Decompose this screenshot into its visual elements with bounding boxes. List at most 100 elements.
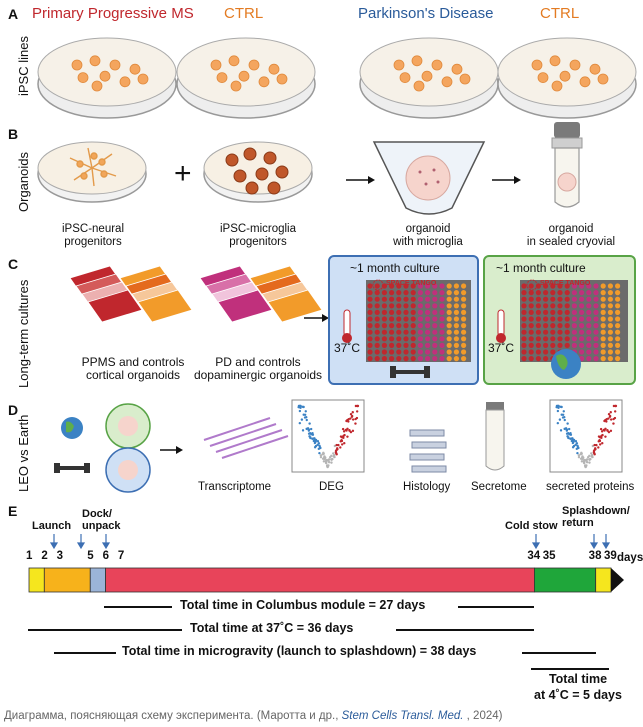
bar-37c-left xyxy=(28,629,182,631)
culture-well xyxy=(425,349,431,355)
volcano-point xyxy=(312,439,316,443)
label-transcriptome: Transcriptome xyxy=(198,481,272,493)
brand-blue: SPACE TANGO xyxy=(386,280,437,287)
culture-well xyxy=(557,316,563,322)
culture-well xyxy=(607,329,614,335)
culture-well xyxy=(417,349,423,355)
organoid-plate-stack xyxy=(119,265,193,323)
culture-well xyxy=(439,290,445,296)
culture-well xyxy=(367,323,373,329)
culture-well xyxy=(543,349,549,355)
culture-well xyxy=(432,283,438,289)
volcano-point xyxy=(330,461,333,464)
volcano-point xyxy=(334,449,338,453)
brand-green: SPACE TANGO xyxy=(540,280,591,287)
culture-well xyxy=(381,303,387,309)
culture-well xyxy=(446,336,452,342)
volcano-point xyxy=(327,461,331,464)
petri-dish xyxy=(176,37,316,119)
culture-well xyxy=(446,356,452,362)
culture-well xyxy=(439,303,445,309)
culture-well xyxy=(564,303,570,309)
culture-well xyxy=(403,336,409,342)
volcano-point xyxy=(319,454,323,457)
culture-well xyxy=(417,303,423,309)
label-histology: Histology xyxy=(403,481,451,493)
volcano-point xyxy=(599,427,603,431)
culture-well xyxy=(367,290,373,296)
volcano-point xyxy=(603,429,606,432)
footer-caption: Диаграмма, поясняющая схему эксперимента… xyxy=(4,710,503,722)
volcano-point xyxy=(322,452,325,455)
volcano-point xyxy=(313,437,316,440)
culture-well xyxy=(600,356,606,362)
culture-well xyxy=(425,336,431,342)
culture-well xyxy=(535,290,542,296)
journal-link[interactable]: Stem Cells Transl. Med. xyxy=(341,710,464,722)
culture-well xyxy=(535,336,542,342)
culture-well xyxy=(417,283,423,289)
caption-organoid-microglia: organoid with microglia xyxy=(393,223,463,248)
culture-well xyxy=(403,323,409,329)
volcano-point xyxy=(574,440,578,443)
culture-well xyxy=(417,329,423,335)
caption-ppms-organoids: PPMS and controls cortical organoids xyxy=(81,355,185,382)
timeline-segment xyxy=(595,567,612,593)
culture-well xyxy=(439,349,445,355)
culture-well xyxy=(579,303,585,309)
culture-well xyxy=(446,342,452,348)
culture-well xyxy=(410,342,416,348)
culture-well xyxy=(535,316,542,322)
culture-well xyxy=(410,303,416,309)
culture-well xyxy=(403,303,409,309)
volcano-point xyxy=(590,452,593,455)
volcano-point xyxy=(601,442,604,445)
culture-well xyxy=(381,336,387,342)
volcano-point xyxy=(311,433,315,436)
culture-well xyxy=(586,342,592,348)
culture-well xyxy=(367,316,373,322)
culture-well xyxy=(439,316,445,322)
culture-well xyxy=(615,342,621,348)
volcano-point xyxy=(606,429,609,432)
culture-well xyxy=(432,349,438,355)
volcano-point xyxy=(580,460,584,463)
volcano-point xyxy=(351,429,355,433)
timeline-arrows xyxy=(49,534,611,550)
culture-well xyxy=(425,316,431,322)
panel-c-graphics xyxy=(69,255,636,385)
culture-well xyxy=(410,290,416,296)
volcano-point xyxy=(355,410,359,413)
volcano-point xyxy=(326,464,330,467)
culture-well xyxy=(607,309,614,315)
volcano-point xyxy=(607,430,611,434)
volcano-point xyxy=(354,404,358,408)
volcano-point xyxy=(308,422,311,425)
culture-well xyxy=(367,336,373,342)
days-label: days xyxy=(617,552,643,564)
culture-well xyxy=(579,336,585,342)
volcano-point xyxy=(314,440,317,443)
volcano-point xyxy=(566,422,569,425)
culture-well xyxy=(579,323,585,329)
volcano-point xyxy=(305,418,308,422)
volcano-point xyxy=(298,409,302,413)
volcano-point xyxy=(569,437,572,440)
culture-well xyxy=(571,290,578,296)
culture-well xyxy=(381,329,387,335)
culture-well xyxy=(607,336,614,342)
volcano-point xyxy=(561,416,565,419)
culture-well xyxy=(389,283,395,289)
culture-well xyxy=(439,356,445,362)
volcano-point xyxy=(345,419,348,423)
culture-well xyxy=(593,296,599,302)
culture-well xyxy=(615,290,621,296)
culture-well xyxy=(528,336,534,342)
bar-microgravity-right xyxy=(522,652,596,654)
volcano-point xyxy=(576,451,579,455)
volcano-point xyxy=(613,410,617,413)
volcano-point xyxy=(586,455,590,459)
caption-neural: iPSC-neural progenitors xyxy=(62,223,124,248)
culture-well xyxy=(600,303,606,309)
culture-well xyxy=(550,349,556,355)
